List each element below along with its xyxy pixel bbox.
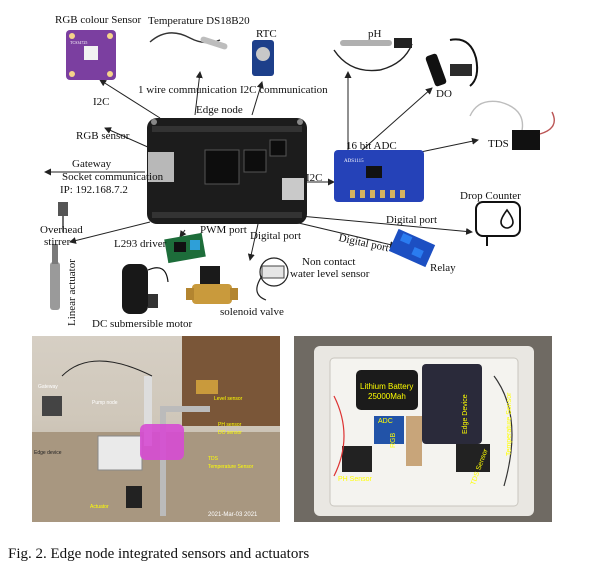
label-stirrer: stirrer bbox=[44, 236, 71, 248]
label-ip: IP: 192.168.7.2 bbox=[60, 184, 128, 196]
tag-battery-2: 25000Mah bbox=[368, 392, 406, 401]
lab-setup-graphic bbox=[32, 336, 280, 522]
adc-module: ADS1115 bbox=[334, 150, 424, 202]
label-non-contact: Non contact bbox=[302, 256, 356, 268]
label-rgb-sensor: RGB sensor bbox=[76, 130, 130, 142]
label-socket: Socket communication bbox=[62, 171, 164, 183]
label-solenoid: solenoid valve bbox=[220, 306, 284, 318]
label-i2c-right: I2C bbox=[306, 172, 323, 184]
label-adc: 16 bit ADC bbox=[346, 140, 397, 152]
label-edge-node: Edge node bbox=[196, 104, 243, 116]
tag-temperature-sensor-box: Temperature Sensor bbox=[506, 392, 513, 456]
tag-actuator: Actuator bbox=[90, 504, 109, 510]
label-i2c-left: I2C bbox=[93, 96, 110, 108]
label-do: DO bbox=[436, 88, 452, 100]
tag-temperature-sensor: Temperature Sensor bbox=[208, 464, 254, 470]
adc-chip-text: ADS1115 bbox=[344, 159, 364, 164]
temperature-probe bbox=[149, 32, 228, 50]
label-gateway: Gateway bbox=[72, 158, 112, 170]
solenoid-valve bbox=[186, 266, 238, 304]
label-tds: TDS bbox=[488, 138, 509, 150]
edge-node-board bbox=[147, 118, 307, 224]
dc-motor bbox=[122, 264, 169, 314]
label-one-wire: 1 wire communication bbox=[138, 84, 237, 96]
label-i2c-communication: I2C communication bbox=[240, 84, 328, 96]
rtc-module bbox=[252, 40, 274, 76]
label-pwm-port: PWM port bbox=[200, 224, 247, 236]
tag-level-sensor: Level sensor bbox=[214, 396, 243, 402]
tag-ph-sensor-box: PH Sensor bbox=[338, 476, 372, 483]
tag-gateway: Gateway bbox=[38, 384, 58, 390]
label-rgb-colour-sensor: RGB colour Sensor bbox=[55, 14, 142, 26]
do-probe bbox=[425, 38, 479, 87]
tag-do-sensor: DO sensor bbox=[218, 430, 242, 436]
water-level-sensor bbox=[256, 257, 289, 301]
label-digital-port-right: Digital port bbox=[386, 214, 438, 226]
rgb-colour-sensor-module: TCS34725 bbox=[66, 30, 116, 80]
figure-caption: Fig. 2. Edge node integrated sensors and… bbox=[8, 546, 310, 562]
tag-tds: TDS bbox=[208, 456, 218, 462]
label-drop-counter: Drop Counter bbox=[460, 190, 521, 202]
tag-adc: ADC bbox=[378, 418, 393, 425]
linear-actuator bbox=[50, 244, 60, 310]
relay-module bbox=[388, 228, 436, 268]
ph-probe bbox=[333, 38, 413, 72]
label-l293: L293 driver bbox=[114, 238, 167, 250]
label-temperature: Temperature DS18B20 bbox=[148, 15, 250, 27]
label-rtc: RTC bbox=[256, 28, 277, 40]
label-dc-motor: DC submersible motor bbox=[92, 318, 193, 330]
label-ph: pH bbox=[368, 28, 382, 40]
label-digital-port-mid: Digital port bbox=[250, 230, 302, 242]
l293-driver-module bbox=[164, 232, 206, 264]
tag-edge-device-box: Edge Device bbox=[462, 394, 469, 434]
photo-timestamp: 2021-Mar-03 2021 bbox=[208, 512, 258, 518]
tag-rgb: RGB bbox=[390, 432, 397, 448]
tag-pump-node: Pump node bbox=[92, 400, 118, 406]
label-relay: Relay bbox=[430, 262, 456, 274]
drop-counter-icon bbox=[475, 201, 521, 246]
label-water-level: water level sensor bbox=[290, 268, 370, 280]
enclosure-photo: Lithium Battery 25000Mah ADC RGB PH Sens… bbox=[294, 336, 552, 522]
overhead-stirrer bbox=[58, 202, 68, 232]
label-overhead: Overhead bbox=[40, 224, 83, 236]
enclosure-graphic bbox=[314, 346, 534, 516]
tag-ph-sensor: PH sensor bbox=[218, 422, 242, 428]
tds-probe bbox=[469, 100, 555, 150]
tag-edge-device: Edge device bbox=[34, 450, 62, 456]
lab-setup-photo: Gateway Pump node Edge device Level sens… bbox=[32, 336, 280, 522]
connection-arrows bbox=[44, 71, 479, 261]
label-linear-actuator: Linear actuator bbox=[66, 259, 78, 326]
sensor-diagram: TCS34725 bbox=[44, 30, 555, 314]
tag-battery-1: Lithium Battery bbox=[360, 382, 414, 391]
rgb-chip-text: TCS34725 bbox=[70, 40, 87, 45]
